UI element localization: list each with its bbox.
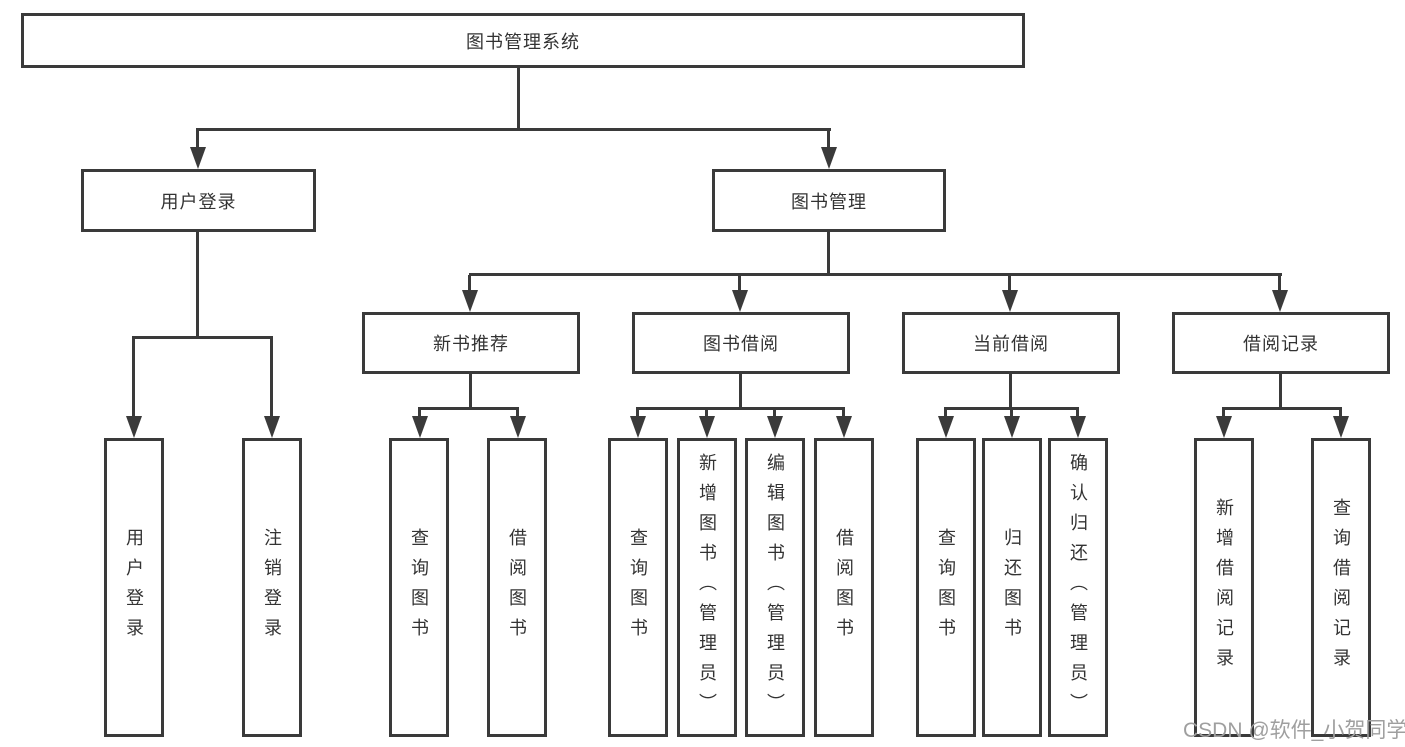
connector-arrow bbox=[1002, 290, 1018, 312]
connector-arrow bbox=[767, 416, 783, 438]
node-leaf-confirm-return-admin: 确认归还（管理员） bbox=[1048, 438, 1108, 737]
connector-arrow bbox=[732, 290, 748, 312]
connector-line bbox=[738, 275, 741, 292]
connector-line bbox=[842, 407, 845, 419]
node-book-management: 图书管理 bbox=[712, 169, 946, 232]
connector-arrow bbox=[821, 147, 837, 169]
connector-line bbox=[637, 407, 845, 410]
connector-line bbox=[739, 374, 742, 410]
connector-arrow bbox=[1070, 416, 1086, 438]
connector-line bbox=[469, 273, 1282, 276]
node-leaf-logout: 注销登录 bbox=[242, 438, 302, 737]
node-label: 编辑图书（管理员） bbox=[765, 452, 785, 723]
node-book-borrow: 图书借阅 bbox=[632, 312, 850, 374]
connector-line bbox=[773, 407, 776, 419]
connector-line bbox=[636, 407, 639, 419]
connector-arrow bbox=[1272, 290, 1288, 312]
node-new-book-recommend: 新书推荐 bbox=[362, 312, 580, 374]
node-label: 查询图书 bbox=[628, 527, 648, 648]
connector-line bbox=[418, 407, 519, 410]
connector-line bbox=[516, 407, 519, 419]
node-label: 新增借阅记录 bbox=[1214, 497, 1234, 678]
node-label: 借阅记录 bbox=[1243, 334, 1319, 354]
connector-line bbox=[196, 232, 199, 339]
node-label: 图书管理系统 bbox=[466, 31, 580, 52]
node-leaf-query-books-2: 查询图书 bbox=[608, 438, 668, 737]
node-label: 注销登录 bbox=[262, 527, 282, 648]
node-label: 借阅图书 bbox=[507, 527, 527, 648]
connector-line bbox=[705, 407, 708, 419]
node-label: 用户登录 bbox=[124, 527, 144, 648]
connector-line bbox=[1339, 407, 1342, 419]
connector-line bbox=[1223, 407, 1342, 410]
connector-arrow bbox=[264, 416, 280, 438]
node-leaf-edit-book-admin: 编辑图书（管理员） bbox=[745, 438, 805, 737]
connector-arrow bbox=[412, 416, 428, 438]
node-leaf-borrow-books-1: 借阅图书 bbox=[487, 438, 547, 737]
node-leaf-borrow-books-2: 借阅图书 bbox=[814, 438, 874, 737]
node-borrow-records: 借阅记录 bbox=[1172, 312, 1390, 374]
connector-arrow bbox=[836, 416, 852, 438]
node-label: 归还图书 bbox=[1002, 527, 1022, 648]
connector-arrow bbox=[1333, 416, 1349, 438]
node-label: 用户登录 bbox=[160, 191, 237, 212]
node-label: 查询借阅记录 bbox=[1331, 497, 1351, 678]
connector-line bbox=[270, 336, 273, 418]
connector-line bbox=[1222, 407, 1225, 419]
node-leaf-add-book-admin: 新增图书（管理员） bbox=[677, 438, 737, 737]
node-label: 图书借阅 bbox=[703, 334, 779, 354]
connector-line bbox=[1009, 374, 1012, 410]
connector-line bbox=[468, 275, 471, 292]
connector-line bbox=[1008, 275, 1011, 292]
connector-line bbox=[827, 232, 830, 276]
node-leaf-query-books-3: 查询图书 bbox=[916, 438, 976, 737]
watermark-text: CSDN @软件_小贺同学 bbox=[1183, 719, 1405, 742]
connector-line bbox=[1279, 374, 1282, 410]
node-label: 新增图书（管理员） bbox=[697, 452, 717, 723]
node-leaf-user-login: 用户登录 bbox=[104, 438, 164, 737]
node-label: 当前借阅 bbox=[973, 334, 1049, 354]
node-label: 图书管理 bbox=[791, 191, 867, 212]
node-label: 查询图书 bbox=[409, 527, 429, 648]
connector-line bbox=[132, 336, 273, 339]
node-leaf-return-book: 归还图书 bbox=[982, 438, 1042, 737]
connector-line bbox=[469, 374, 472, 410]
connector-line bbox=[1010, 407, 1013, 419]
node-leaf-query-books-1: 查询图书 bbox=[389, 438, 449, 737]
connector-arrow bbox=[126, 416, 142, 438]
node-label: 新书推荐 bbox=[433, 334, 509, 354]
connector-arrow bbox=[1216, 416, 1232, 438]
connector-arrow bbox=[630, 416, 646, 438]
connector-arrow bbox=[938, 416, 954, 438]
node-leaf-add-borrow-record: 新增借阅记录 bbox=[1194, 438, 1254, 737]
connector-line bbox=[517, 68, 520, 128]
connector-line bbox=[1278, 275, 1281, 292]
connector-line bbox=[418, 407, 421, 419]
node-label: 确认归还（管理员） bbox=[1068, 452, 1088, 723]
connector-arrow bbox=[1004, 416, 1020, 438]
node-user-login-group: 用户登录 bbox=[81, 169, 316, 232]
connector-arrow bbox=[699, 416, 715, 438]
connector-line bbox=[827, 128, 830, 150]
connector-line bbox=[944, 407, 947, 419]
node-leaf-query-borrow-record: 查询借阅记录 bbox=[1311, 438, 1371, 737]
connector-line bbox=[132, 336, 135, 418]
connector-arrow bbox=[190, 147, 206, 169]
node-root: 图书管理系统 bbox=[21, 13, 1025, 68]
connector-line bbox=[196, 128, 199, 150]
node-label: 查询图书 bbox=[936, 527, 956, 648]
connector-arrow bbox=[510, 416, 526, 438]
connector-arrow bbox=[462, 290, 478, 312]
connector-line bbox=[1076, 407, 1079, 419]
node-current-borrow: 当前借阅 bbox=[902, 312, 1120, 374]
connector-line bbox=[197, 128, 831, 131]
node-label: 借阅图书 bbox=[834, 527, 854, 648]
